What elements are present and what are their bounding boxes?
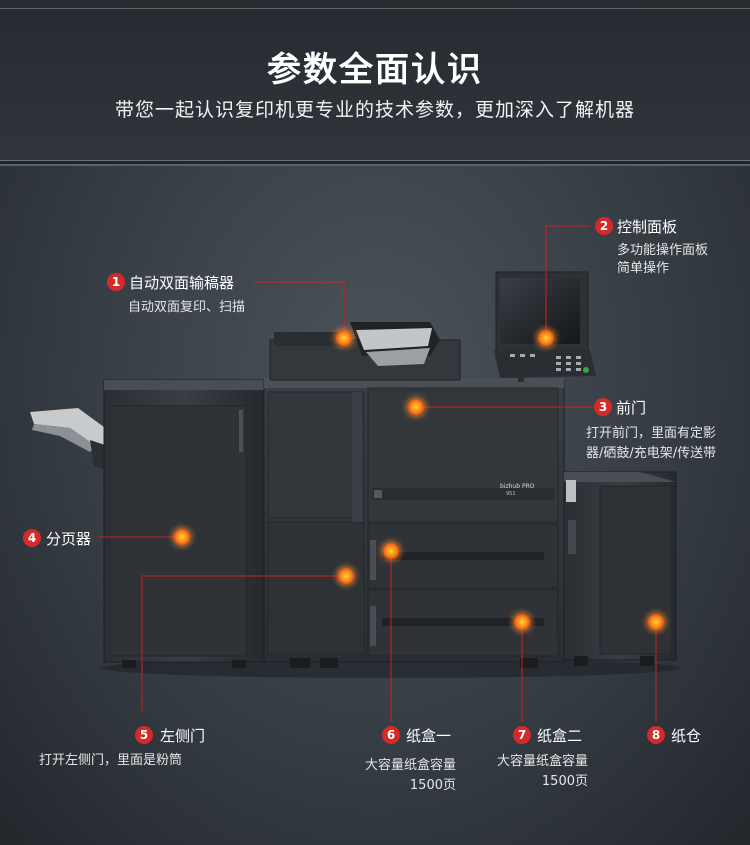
callout-3-desc-2: 器/硒鼓/充电架/传送带 bbox=[586, 446, 717, 461]
callout-7-label: 纸盒二 bbox=[537, 727, 583, 745]
finisher-top bbox=[104, 380, 264, 390]
tray-2-grip bbox=[370, 606, 376, 646]
paper-tray-1-handle bbox=[382, 552, 544, 560]
callout-line-1 bbox=[254, 281, 345, 338]
callout-3-label: 前门 bbox=[616, 399, 647, 417]
callout-line-2 bbox=[545, 225, 590, 338]
header-banner: 参数全面认识 带您一起认识复印机更专业的技术参数，更加深入了解机器 bbox=[0, 0, 750, 161]
adf-input-tray bbox=[356, 328, 432, 350]
callout-4-label: 分页器 bbox=[46, 530, 92, 548]
callout-4-number: 4 bbox=[23, 529, 41, 547]
callout-5-desc: 打开左侧门，里面是粉筒 bbox=[39, 753, 183, 768]
main-foot-3 bbox=[520, 658, 538, 668]
lcu-handle bbox=[568, 520, 576, 554]
lcu-foot bbox=[574, 656, 588, 666]
paper-tray-2-handle bbox=[382, 618, 544, 626]
callout-3-number: 3 bbox=[594, 398, 612, 416]
header-divider bbox=[0, 8, 750, 9]
callout-8-label: 纸仓 bbox=[671, 727, 702, 745]
callout-5-label: 左侧门 bbox=[160, 727, 206, 745]
main-top bbox=[264, 378, 564, 388]
hotspot-control-panel[interactable] bbox=[538, 330, 554, 346]
left-side-door bbox=[267, 521, 365, 655]
callout-1-number: 1 bbox=[107, 273, 125, 291]
callout-5-number: 5 bbox=[135, 726, 153, 744]
callout-2-number: 2 bbox=[595, 217, 613, 235]
callout-8-number: 8 bbox=[647, 726, 665, 744]
front-door-slot bbox=[372, 488, 554, 500]
page-subtitle: 带您一起认识复印机更专业的技术参数，更加深入了解机器 bbox=[114, 99, 635, 121]
lcu-top bbox=[564, 472, 676, 482]
lcu-foot-2 bbox=[640, 656, 654, 666]
callout-6-number: 6 bbox=[382, 726, 400, 744]
keypad-buttons bbox=[510, 354, 581, 371]
brand-label: bizhub PRO bbox=[500, 483, 535, 490]
callout-6-desc-1: 大容量纸盒容量 bbox=[364, 758, 456, 773]
finisher-output-tray bbox=[30, 408, 108, 448]
callout-1-label: 自动双面输稿器 bbox=[129, 274, 235, 292]
callout-2-desc-2: 简单操作 bbox=[617, 261, 670, 276]
hotspot-tray-2[interactable] bbox=[514, 614, 530, 630]
hotspot-adf[interactable] bbox=[336, 330, 352, 346]
hotspot-front-door[interactable] bbox=[408, 399, 424, 415]
callout-line-5 bbox=[141, 575, 346, 712]
hotspot-tray-1[interactable] bbox=[383, 543, 399, 559]
hotspot-finisher[interactable] bbox=[174, 529, 190, 545]
finisher-foot-2 bbox=[232, 660, 246, 668]
callout-7-number: 7 bbox=[513, 726, 531, 744]
callout-6-desc-2: 1500页 bbox=[409, 778, 456, 793]
finisher-tray-edge bbox=[32, 424, 96, 452]
main-foot-1 bbox=[290, 658, 310, 668]
hotspot-lcu[interactable] bbox=[648, 614, 664, 630]
lcu-door bbox=[599, 485, 673, 655]
finisher-handle bbox=[239, 410, 243, 452]
callout-7-desc-2: 1500页 bbox=[541, 774, 588, 789]
callout-6-label: 纸盒一 bbox=[406, 727, 452, 745]
left-upper-panel bbox=[267, 391, 365, 519]
callout-3-desc-1: 打开前门，里面有定影 bbox=[586, 426, 717, 441]
front-door bbox=[367, 387, 559, 523]
main-foot-2 bbox=[320, 658, 338, 668]
start-button bbox=[583, 367, 589, 373]
adf-cover bbox=[274, 332, 344, 346]
callout-2-label: 控制面板 bbox=[617, 218, 678, 236]
model-label: 951 bbox=[506, 491, 516, 497]
callout-2-desc-1: 多功能操作面板 bbox=[617, 243, 709, 258]
tray-1-grip bbox=[370, 540, 376, 580]
lcu-paper-guide bbox=[566, 480, 576, 502]
hotspot-left-door[interactable] bbox=[338, 568, 354, 584]
left-upper-edge bbox=[352, 392, 362, 522]
callout-1-desc: 自动双面复印、扫描 bbox=[128, 300, 246, 315]
front-door-latch bbox=[374, 490, 382, 498]
callout-7-desc-1: 大容量纸盒容量 bbox=[496, 754, 588, 769]
adf-output-tray bbox=[366, 348, 430, 366]
finisher-foot bbox=[122, 660, 136, 668]
page-title: 参数全面认识 bbox=[267, 50, 483, 90]
